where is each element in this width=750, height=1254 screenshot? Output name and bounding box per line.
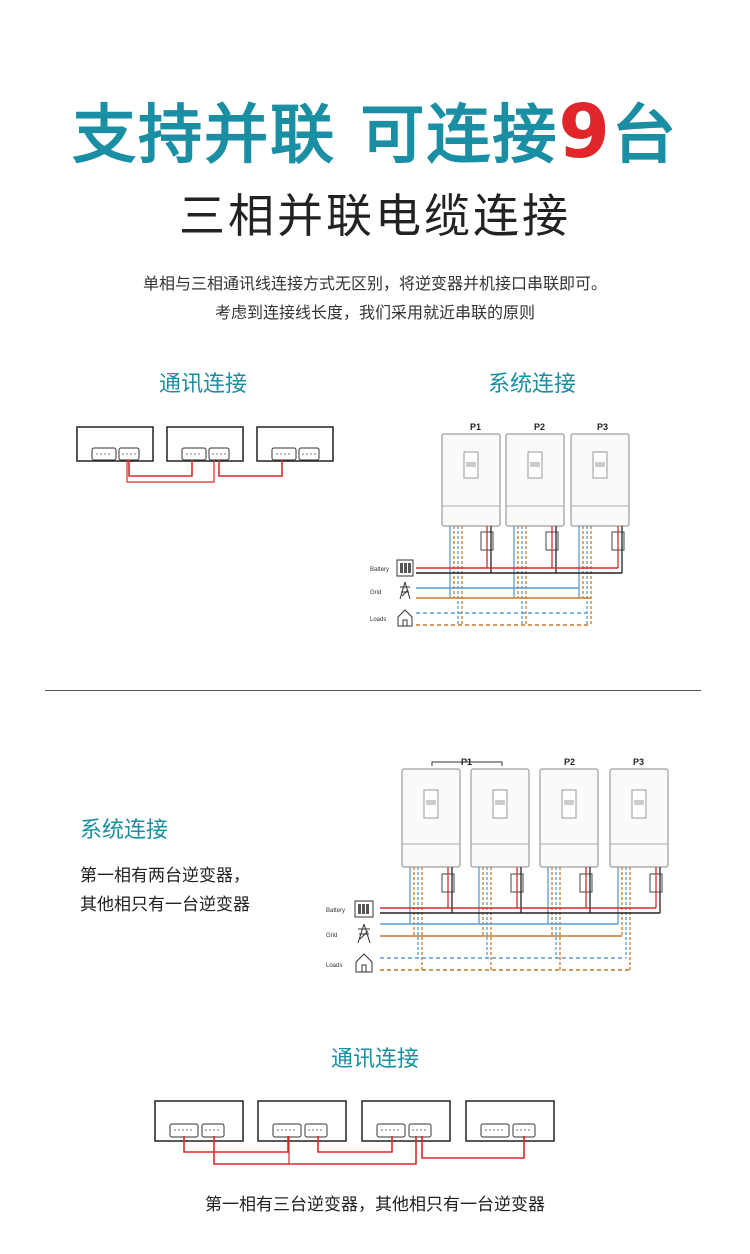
inverter-p1	[441, 433, 501, 527]
section-divider	[45, 690, 701, 691]
grid-tower-icon	[399, 581, 411, 600]
battery-label-2: Battery	[326, 908, 345, 914]
comm-connection-title: 通讯连接	[159, 372, 248, 397]
bus-lines	[416, 567, 622, 626]
system-diagram-2: P1 P2 P3	[326, 757, 669, 973]
p3-label-2: P3	[633, 757, 644, 767]
subtitle: 三相并联电缆连接	[179, 189, 571, 243]
p3-label: P3	[597, 422, 608, 432]
comm-unit-d	[465, 1100, 555, 1142]
grid-label-2: Grid	[326, 933, 337, 939]
loads-label: Loads	[370, 617, 386, 623]
battery-label: Battery	[370, 567, 389, 573]
inverter-p1b	[470, 768, 530, 868]
section2-text-line-1: 第一相有两台逆变器，	[80, 866, 250, 886]
comm-connection-title-2: 通讯连接	[330, 1047, 419, 1072]
p2-label: P2	[534, 422, 545, 432]
house-icon	[397, 609, 413, 627]
description-line-1: 单相与三相通讯线连接方式无区别，将逆变器并机接口串联即可。	[142, 274, 607, 293]
inverter-p2-b	[539, 768, 599, 868]
bus-lines-2	[380, 907, 660, 971]
title-part1: 支持并联 可连接	[72, 99, 559, 173]
comm-unit-3	[256, 426, 334, 462]
p1-bracket	[431, 761, 503, 766]
comm-cable-2	[183, 1136, 525, 1165]
house-icon-2	[355, 953, 373, 973]
main-title: 支持并联 可连接9台	[0, 92, 750, 176]
title-number: 9	[558, 89, 612, 175]
p2-label-2: P2	[564, 757, 575, 767]
loads-label-2: Loads	[326, 963, 342, 969]
comm-cable	[126, 460, 283, 483]
p1-label-2: P1	[461, 757, 472, 767]
comm-diagram-2	[154, 1100, 555, 1165]
title-part2: 台	[611, 99, 678, 173]
description-line-2: 考虑到连接线长度，我们采用就近串联的原则	[214, 303, 535, 322]
inverter-p3-b	[609, 768, 669, 868]
comm-unit-b	[257, 1100, 347, 1142]
battery-icon-2	[354, 900, 374, 918]
bottom-caption: 第一相有三台逆变器，其他相只有一台逆变器	[205, 1195, 545, 1215]
grid-tower-icon-2	[357, 923, 371, 944]
grid-label: Grid	[370, 590, 381, 596]
section2-text-line-2: 其他相只有一台逆变器	[80, 895, 250, 915]
battery-icon	[396, 559, 414, 577]
inverter-p3	[570, 433, 630, 527]
drop-lines-2	[409, 867, 661, 970]
comm-unit-2	[166, 426, 244, 462]
comm-unit-1	[76, 426, 154, 462]
system-connection-title: 系统连接	[488, 372, 577, 397]
drop-lines	[449, 526, 623, 625]
comm-diagram-1	[76, 426, 334, 483]
system-connection-title-2: 系统连接	[80, 818, 169, 843]
inverter-p1a	[401, 768, 461, 868]
comm-unit-a	[154, 1100, 244, 1142]
p1-label: P1	[470, 422, 481, 432]
inverter-p2	[505, 433, 565, 527]
comm-unit-c	[361, 1100, 451, 1142]
system-diagram-1: P1 P2 P3	[370, 422, 630, 627]
